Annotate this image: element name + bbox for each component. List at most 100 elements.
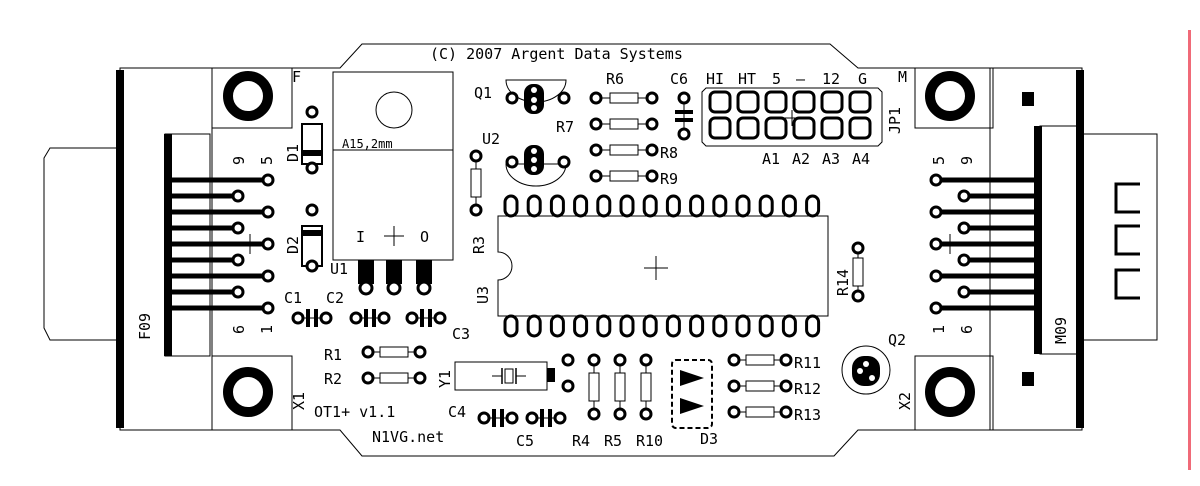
jumper-label-g: G xyxy=(858,70,867,88)
label-x1: X1 xyxy=(290,392,308,410)
ic-pad-top xyxy=(781,194,797,218)
resistor-r13-pad xyxy=(727,405,741,419)
resistor-r4 xyxy=(588,372,600,402)
resistor-r1-pad xyxy=(361,345,375,359)
resistor-r11 xyxy=(745,354,775,366)
ic-pad-top xyxy=(549,194,565,218)
resistor-r8-pad xyxy=(589,143,603,157)
jumper-pad xyxy=(764,116,788,140)
label-c3: C3 xyxy=(452,325,470,343)
label-u2: U2 xyxy=(482,130,500,148)
board-name: OT1+ v1.1 xyxy=(314,403,395,421)
resistor-r12 xyxy=(745,380,775,392)
capacitor-c4-pad xyxy=(505,411,519,425)
jumper-pad xyxy=(792,90,816,114)
ic-pad-top xyxy=(573,194,589,218)
right-pin-pad xyxy=(957,189,971,203)
label-r2: R2 xyxy=(324,370,342,388)
jumper-pad xyxy=(736,116,760,140)
label-r14: R14 xyxy=(834,269,852,296)
left-pin-pad xyxy=(261,301,275,315)
jumper-pad xyxy=(820,116,844,140)
label-r4: R4 xyxy=(572,432,590,450)
jumper-pad xyxy=(820,90,844,114)
resistor-r4-pad xyxy=(587,407,601,421)
board-site: N1VG.net xyxy=(372,428,444,446)
ic-pad-bottom xyxy=(758,314,774,338)
jumper-label-a2: A2 xyxy=(792,150,810,168)
resistor-r7 xyxy=(609,118,639,130)
ic-pad-top xyxy=(526,194,542,218)
ic-pad-top xyxy=(758,194,774,218)
right-pin-pad xyxy=(929,205,943,219)
right-pin-pad xyxy=(957,221,971,235)
left-pin-pad xyxy=(261,269,275,283)
crystal-pad xyxy=(561,353,575,367)
left-pin-pad xyxy=(231,189,245,203)
jumper-outline xyxy=(701,87,883,147)
label-c6: C6 xyxy=(670,70,688,88)
capacitor-c4-pad xyxy=(477,411,491,425)
resistor-r2-pad xyxy=(413,371,427,385)
label-d3: D3 xyxy=(700,430,718,448)
label-d2: D2 xyxy=(284,236,302,254)
resistor-r10-pad xyxy=(639,407,653,421)
mount-hole-top-left xyxy=(223,71,273,121)
capacitor-c6-pad xyxy=(677,91,691,105)
label-c5: C5 xyxy=(516,432,534,450)
right-connector-label: M09 xyxy=(1052,317,1070,344)
jumper-label-a4: A4 xyxy=(852,150,870,168)
left-pin-5: 5 xyxy=(258,156,276,165)
resistor-r11-pad xyxy=(727,353,741,367)
left-connector-tag: F xyxy=(292,68,301,86)
right-pin-pad xyxy=(929,173,943,187)
capacitor-c3 xyxy=(420,309,424,327)
label-r10: R10 xyxy=(636,432,663,450)
label-c2: C2 xyxy=(326,289,344,307)
capacitor-c1-pad xyxy=(291,311,305,325)
ic-pad-top xyxy=(619,194,635,218)
jumper-pad xyxy=(708,90,732,114)
ic-pad-top xyxy=(712,194,728,218)
right-pin-5: 5 xyxy=(930,156,948,165)
left-connector-shell xyxy=(43,147,120,341)
ic-pad-bottom xyxy=(642,314,658,338)
right-pin-pad xyxy=(929,269,943,283)
resistor-r13 xyxy=(745,406,775,418)
label-r11: R11 xyxy=(794,354,821,372)
right-pin-9: 9 xyxy=(958,156,976,165)
jumper-label-dash: — xyxy=(796,70,806,88)
resistor-r5 xyxy=(614,372,626,402)
label-r7: R7 xyxy=(556,118,574,136)
left-pin-pad xyxy=(231,253,245,267)
resistor-r9-pad xyxy=(589,169,603,183)
resistor-r10-pad xyxy=(639,353,653,367)
label-r3: R3 xyxy=(470,236,488,254)
label-r13: R13 xyxy=(794,406,821,424)
label-r12: R12 xyxy=(794,380,821,398)
capacitor-c5-pad xyxy=(525,411,539,425)
resistor-r7-pad xyxy=(589,117,603,131)
jumper-label-hi: HI xyxy=(706,70,724,88)
right-pin-pad xyxy=(957,285,971,299)
q2-outline xyxy=(841,345,891,395)
ic-pad-bottom xyxy=(805,314,821,338)
jumper-pad xyxy=(792,116,816,140)
right-pin-6: 6 xyxy=(958,325,976,334)
ic-pad-bottom xyxy=(781,314,797,338)
resistor-r7-pad xyxy=(645,117,659,131)
regulator-outline xyxy=(332,71,454,261)
resistor-r1 xyxy=(379,346,409,358)
ic-pad-bottom xyxy=(712,314,728,338)
capacitor-c2-pad xyxy=(377,311,391,325)
right-connector-shell xyxy=(1082,133,1158,341)
label-q2: Q2 xyxy=(888,331,906,349)
resistor-r3 xyxy=(470,168,482,198)
jumper-label-5: 5 xyxy=(772,70,781,88)
label-r8: R8 xyxy=(660,144,678,162)
ic-ref: U3 xyxy=(474,286,492,304)
mount-hole-top-right xyxy=(925,71,975,121)
ic-pad-bottom xyxy=(735,314,751,338)
capacitor-c5-pad xyxy=(553,411,567,425)
